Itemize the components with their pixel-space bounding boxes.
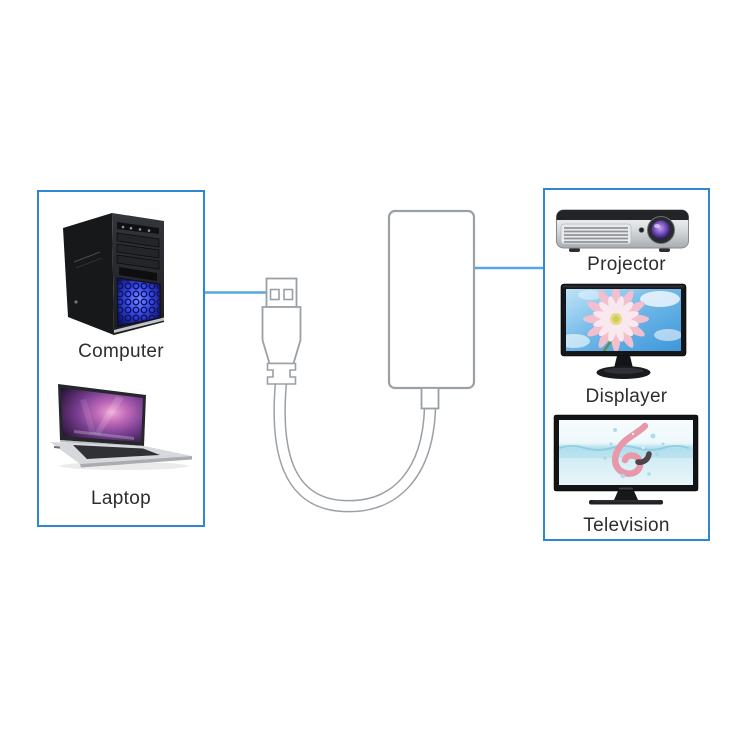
adapter-strain-relief — [420, 387, 440, 410]
tv-icon — [553, 414, 699, 505]
laptop-label: Laptop — [91, 488, 151, 509]
computer-label: Computer — [78, 341, 164, 362]
television-label: Television — [583, 515, 670, 536]
monitor-icon — [560, 283, 687, 379]
adapter-box — [387, 209, 476, 390]
usb-plug-icon — [261, 277, 302, 385]
projector-label: Projector — [587, 254, 666, 275]
desktop-tower-icon — [63, 213, 164, 335]
projector-icon — [556, 209, 689, 252]
displayer-label: Displayer — [585, 386, 668, 407]
laptop-icon — [50, 384, 192, 470]
usb-cable — [273, 381, 437, 513]
